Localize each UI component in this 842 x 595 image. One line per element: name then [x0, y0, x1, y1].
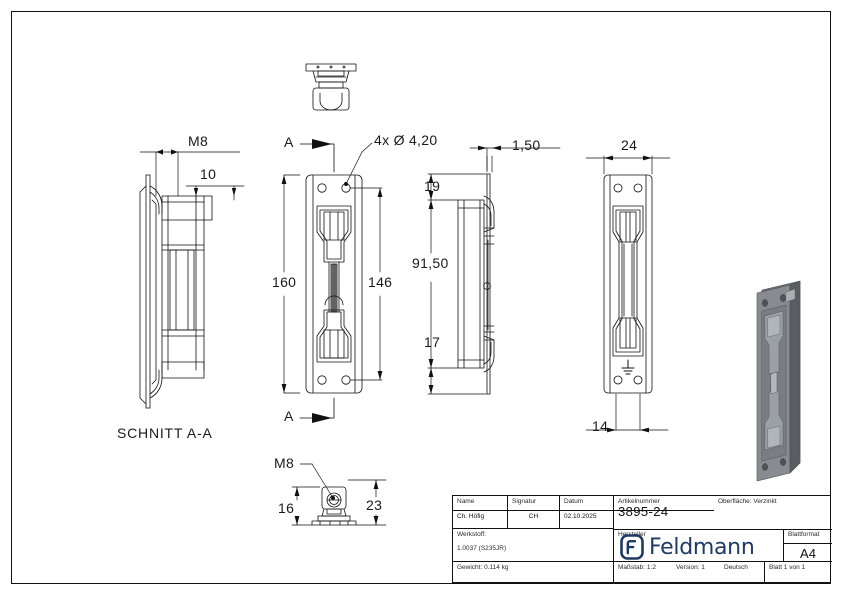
dim-label-10: 10 [200, 166, 217, 182]
tb-header-date: Datum [560, 496, 614, 511]
tb-header-signature: Signatur [508, 496, 560, 511]
section-view-label: SCHNITT A-A [117, 425, 213, 441]
tb-value-version: Version: 1 [676, 564, 705, 571]
dim-label-hole-note: 4x Ø 4,20 [374, 132, 438, 148]
back-view [603, 174, 653, 394]
dim-24 [585, 155, 671, 175]
dim-label-150: 1,50 [512, 137, 541, 153]
dim-stack-side [427, 173, 487, 395]
front-view [305, 174, 363, 394]
section-mark-label-top: A [284, 134, 294, 150]
tb-header-sheet-format: Blattformat [784, 529, 832, 544]
tb-value-name: Ch. Höfig [453, 511, 508, 529]
tb-value-material: 1.0037 (S235JR) [457, 545, 507, 553]
dim-14 [585, 393, 669, 433]
dim-label-9150: 91,50 [412, 255, 449, 271]
tb-header-surface: Oberfläche: Verzinkt [718, 498, 777, 505]
leader-hole-note [344, 142, 373, 186]
dim-label-17: 17 [424, 334, 441, 350]
feldmann-logo-icon [620, 534, 644, 560]
tb-header-material: Werkstoff: [457, 531, 487, 538]
tb-value-weight: Gewicht: 0.114 kg [453, 562, 614, 583]
section-marker-top [299, 139, 335, 173]
tb-divider-1 [614, 529, 832, 530]
dim-label-m8-detail: M8 [274, 455, 295, 471]
dim-label-m8-left: M8 [188, 133, 209, 149]
tb-material-cell: Werkstoff: 1.0037 (S235JR) [453, 529, 614, 562]
tb-value-article-number: 3895-24 [618, 504, 669, 519]
dim-label-19: 19 [424, 178, 441, 194]
tb-value-sheet-count: Blatt 1 von 1 [769, 564, 806, 571]
dim-label-23: 23 [366, 497, 383, 513]
bottom-detail-view [291, 463, 387, 526]
dim-label-14: 14 [592, 418, 609, 434]
tb-value-date: 02.10.2025 [560, 511, 614, 529]
sheet-border [11, 11, 831, 584]
isometric-render [756, 280, 801, 482]
top-detail-view [305, 63, 357, 111]
tb-value-sheet-format: A4 [784, 544, 832, 562]
section-view-aa [139, 174, 213, 409]
tb-header-article-number: Artikelnummer [614, 496, 714, 511]
title-block: Name Signatur Datum Artikelnummer Oberfl… [452, 495, 832, 583]
dim-10-left [185, 185, 245, 201]
feldmann-logo-text: Feldmann [649, 534, 755, 560]
dim-m8-left [139, 149, 241, 197]
side-view [457, 173, 495, 395]
tb-value-signature: CH [508, 511, 560, 529]
tb-header-name: Name [453, 496, 508, 511]
dim-146 [349, 187, 383, 381]
dim-label-24: 24 [621, 137, 638, 153]
tb-value-scale: Maßstab: 1:2 [618, 564, 656, 571]
dim-label-146: 146 [368, 274, 393, 290]
section-marker-bottom [299, 397, 335, 423]
feldmann-logo: Feldmann [620, 534, 755, 560]
tb-value-language: Deutsch [720, 562, 765, 583]
dim-160 [281, 174, 301, 394]
dim-150 [469, 145, 561, 173]
section-mark-label-bottom: A [284, 408, 294, 424]
dim-label-160: 160 [272, 274, 297, 290]
dim-label-16: 16 [278, 500, 295, 516]
